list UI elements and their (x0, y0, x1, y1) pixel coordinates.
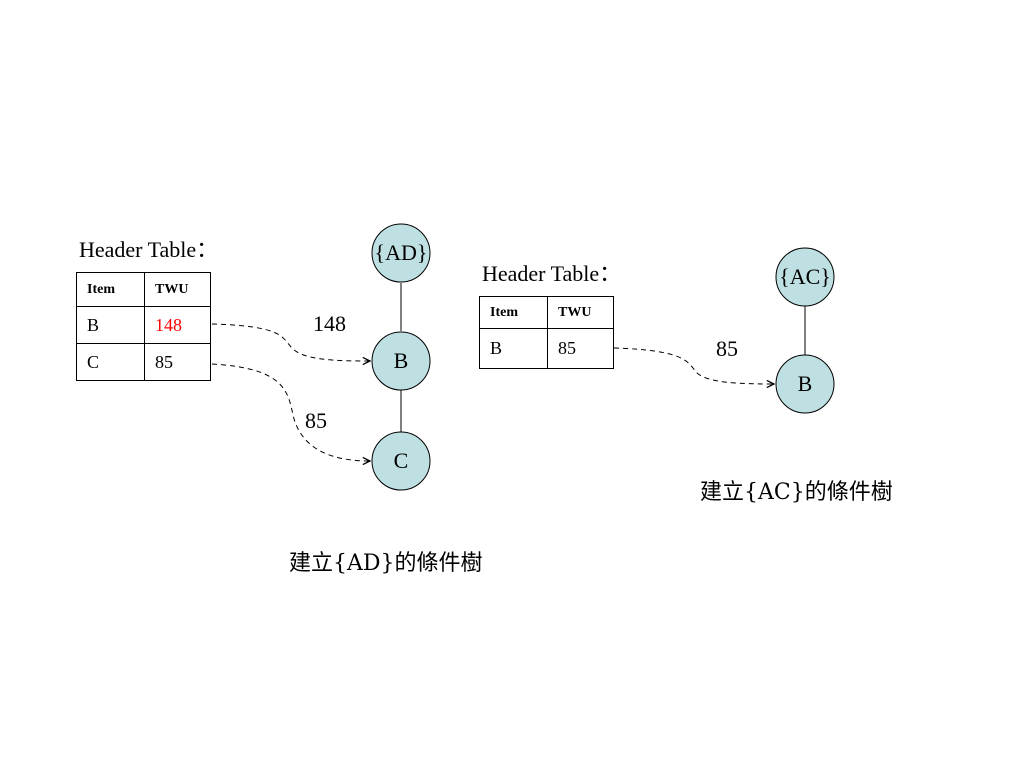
item-cell: B (479, 328, 548, 369)
node-link-arrow-c (211, 363, 370, 461)
tree-node-ad-c: C (371, 431, 431, 491)
column-header-item: Item (76, 272, 145, 307)
twu-cell-highlighted: 148 (144, 306, 211, 344)
tree-node-ad-root: {AD} (371, 223, 431, 283)
item-cell: C (76, 343, 145, 381)
arrow-label-85: 85 (716, 336, 738, 361)
header-table-ad: Item TWU B 148 C 85 (76, 272, 211, 381)
table-row: B 148 (76, 306, 211, 344)
header-table-ad-header-row: Item TWU (76, 272, 211, 307)
node-label: B (798, 371, 813, 396)
tree-node-ac-b: B (775, 354, 835, 414)
column-header-twu: TWU (547, 296, 614, 329)
arrow-label-148: 148 (313, 311, 346, 336)
header-table-title-ac: Header Table： (482, 261, 622, 286)
arrow-label-85: 85 (305, 408, 327, 433)
node-circle (371, 431, 431, 491)
header-table-ac-header-row: Item TWU (479, 296, 614, 329)
node-label: {AD} (375, 240, 428, 265)
node-circle (775, 354, 835, 414)
node-label: B (394, 348, 409, 373)
table-row: B 85 (479, 328, 614, 369)
node-label: C (394, 448, 409, 473)
item-cell: B (76, 306, 145, 344)
table-row: C 85 (76, 343, 211, 381)
caption-ac-tree: 建立{AC}的條件樹 (700, 480, 893, 505)
node-link-arrow-ac-b (613, 347, 774, 384)
header-table-title-ad: Header Table： (79, 237, 219, 262)
node-circle (371, 331, 431, 391)
header-table-ac: Item TWU B 85 (479, 296, 614, 369)
node-link-arrow-b (211, 323, 370, 361)
twu-cell: 85 (547, 328, 614, 369)
node-circle (371, 223, 431, 283)
column-header-item: Item (479, 296, 548, 329)
tree-node-ad-b: B (371, 331, 431, 391)
node-label: {AC} (779, 264, 831, 289)
tree-node-ac-root: {AC} (775, 247, 835, 307)
caption-ad-tree: 建立{AD}的條件樹 (289, 551, 483, 576)
column-header-twu: TWU (144, 272, 211, 307)
twu-cell: 85 (144, 343, 211, 381)
node-circle (775, 247, 835, 307)
